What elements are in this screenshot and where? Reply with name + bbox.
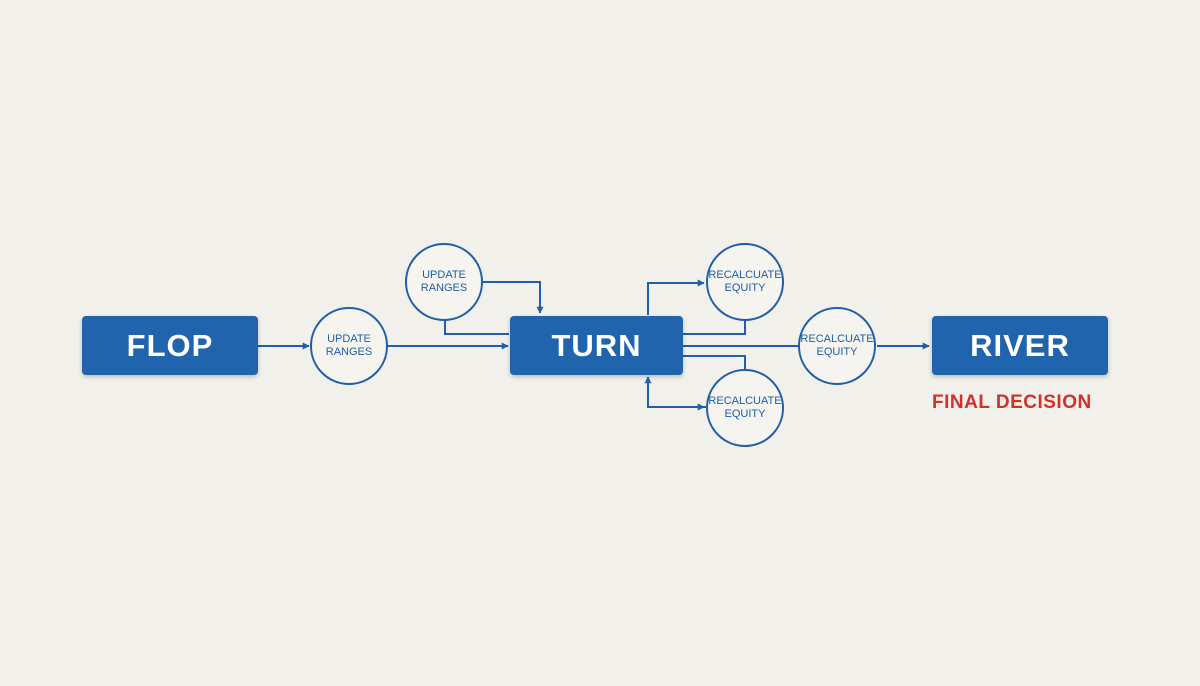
recalc-equity-top-node: RECALCUATE EQUITY bbox=[706, 243, 784, 321]
recalc-equity-mid-label: RECALCUATE EQUITY bbox=[800, 333, 874, 358]
recalc-equity-bottom-label: RECALCUATE EQUITY bbox=[708, 395, 782, 420]
arrow-update-ranges-top-to-turn bbox=[483, 281, 544, 314]
recalc-equity-mid-node: RECALCUATE EQUITY bbox=[798, 307, 876, 385]
line-turn-to-recalc-equity-bottom bbox=[683, 355, 746, 370]
flop-stage: FLOP bbox=[82, 316, 258, 375]
river-stage: RIVER bbox=[932, 316, 1108, 375]
recalc-equity-top-label: RECALCUATE EQUITY bbox=[708, 269, 782, 294]
update-ranges-label: UPDATE RANGES bbox=[325, 333, 373, 358]
final-decision-caption: FINAL DECISION bbox=[932, 392, 1092, 413]
arrow-update-ranges-top-loop-to-turn bbox=[444, 320, 509, 335]
update-ranges-node: UPDATE RANGES bbox=[310, 307, 388, 385]
recalc-equity-bottom-node: RECALCUATE EQUITY bbox=[706, 369, 784, 447]
turn-stage: TURN bbox=[510, 316, 683, 375]
arrow-turn-to-recalc-equity-bottom bbox=[647, 395, 705, 411]
arrow-turn-to-recalc-equity-top bbox=[647, 279, 705, 315]
update-ranges-top-label: UPDATE RANGES bbox=[420, 269, 468, 294]
arrow-recalc-equity-bottom-to-turn bbox=[644, 376, 706, 408]
line-recalc-equity-top-to-turn bbox=[683, 321, 746, 335]
update-ranges-top-node: UPDATE RANGES bbox=[405, 243, 483, 321]
